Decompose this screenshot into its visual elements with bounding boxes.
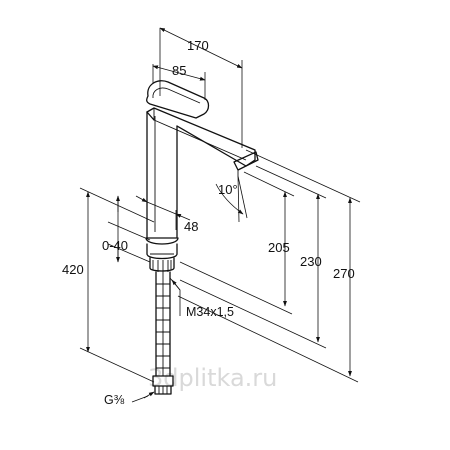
dimension-205: 205 — [179, 171, 295, 315]
connection-label: G⅜ — [104, 393, 125, 407]
dimension-label-170: 170 — [187, 38, 209, 53]
dimension-270: 270 — [177, 149, 361, 383]
thread-callout: M34x1,5 — [169, 277, 234, 319]
aerator — [233, 151, 259, 171]
dimension-85: 85 — [152, 63, 206, 100]
dimension-48: 48 — [135, 194, 198, 234]
dimension-label-48: 48 — [184, 219, 198, 234]
thread-label: M34x1,5 — [186, 305, 234, 319]
dimension-label-420: 420 — [62, 262, 84, 277]
mounting-nut — [149, 257, 175, 272]
dimension-label-10deg: 10° — [218, 182, 238, 197]
dimension-label-0-40: 0-40 — [102, 238, 128, 253]
lever-handle — [146, 80, 210, 119]
hose-fitting — [152, 375, 174, 387]
dimension-label-230: 230 — [300, 254, 322, 269]
dimension-230: 230 — [179, 165, 327, 349]
supply-hoses — [155, 271, 171, 377]
dimension-label-270: 270 — [333, 266, 355, 281]
dimension-10-degrees: 10° — [215, 175, 248, 223]
dimension-170: 170 — [159, 27, 243, 148]
dimension-0-40: 0-40 — [102, 195, 151, 263]
connection-callout: G⅜ — [104, 391, 155, 407]
dimension-label-85: 85 — [172, 63, 186, 78]
dimension-420: 420 — [62, 187, 155, 383]
dimension-label-205: 205 — [268, 240, 290, 255]
faucet-body — [145, 80, 259, 395]
